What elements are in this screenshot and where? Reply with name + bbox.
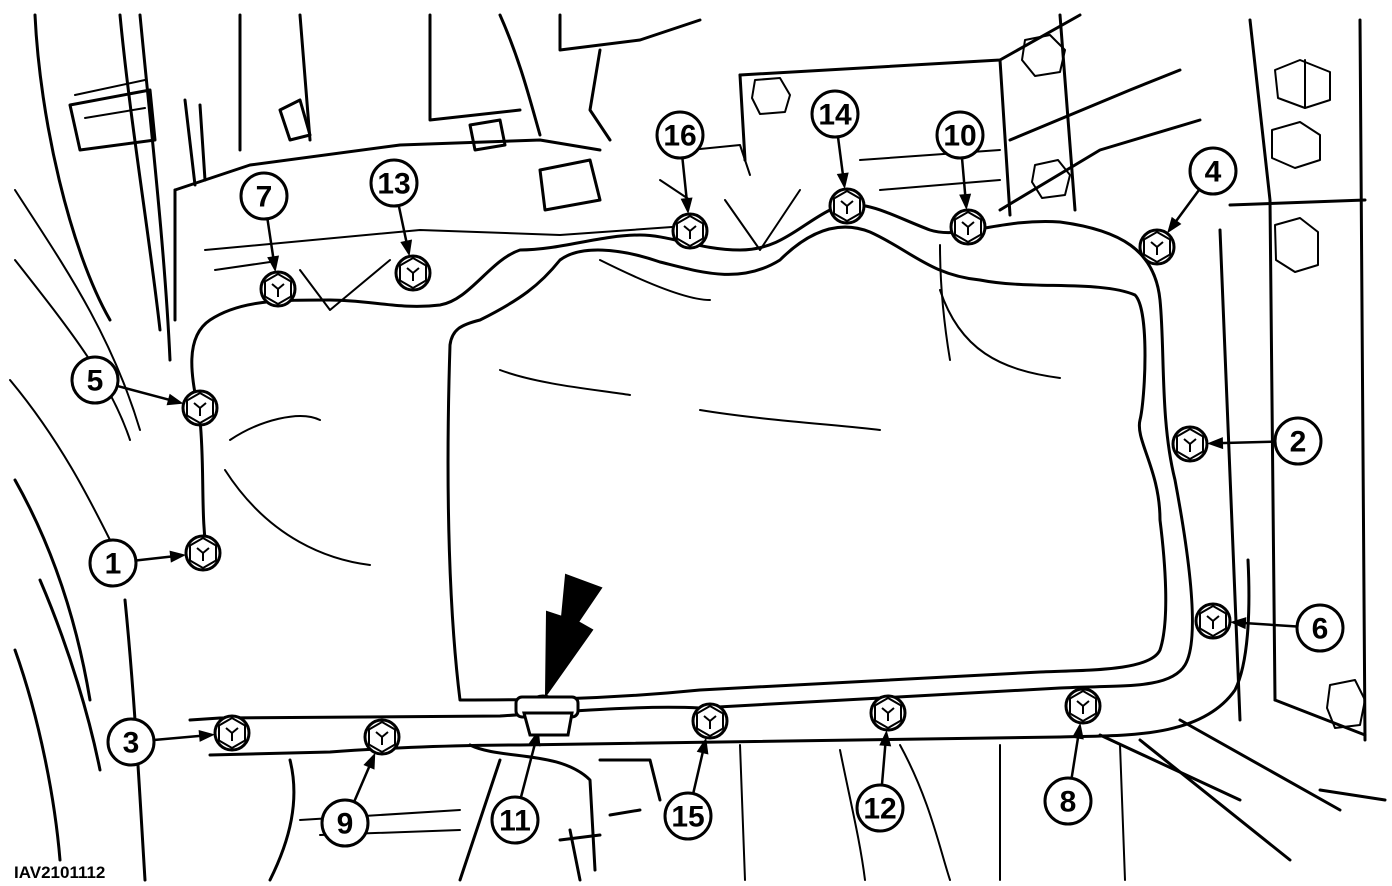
- callout-label: 1: [105, 548, 122, 581]
- callout-circle: [369, 158, 419, 208]
- bolt-6: [1194, 602, 1232, 640]
- leader-4: [1167, 188, 1201, 234]
- callout-circle: [239, 171, 289, 221]
- bolt-3: [213, 714, 251, 752]
- callout-10: 10: [935, 110, 985, 160]
- callout-12: 12: [855, 783, 905, 833]
- callout-2: 2: [1273, 416, 1323, 466]
- callout-label: 16: [663, 120, 696, 153]
- callout-14: 14: [810, 89, 860, 139]
- callout-label: 14: [818, 99, 852, 132]
- bolt-16: [671, 212, 709, 250]
- callout-circle: [70, 355, 120, 405]
- bolt-5: [181, 389, 219, 427]
- callout-label: 12: [863, 793, 896, 826]
- callout-label: 6: [1312, 613, 1329, 646]
- callout-3: 3: [106, 717, 156, 767]
- callout-circle: [1273, 416, 1323, 466]
- callout-15: 15: [663, 791, 713, 841]
- callout-label: 4: [1205, 156, 1222, 189]
- callout-5: 5: [70, 355, 120, 405]
- callout-circle: [663, 791, 713, 841]
- callout-7: 7: [239, 171, 289, 221]
- callout-label: 2: [1290, 426, 1307, 459]
- leader-3: [153, 729, 216, 742]
- callout-label: 5: [87, 365, 104, 398]
- bolt-8: [1064, 687, 1102, 725]
- callout-13: 13: [369, 158, 419, 208]
- callout-4: 4: [1188, 146, 1238, 196]
- drain-plug: [514, 695, 580, 737]
- callout-label: 9: [337, 808, 354, 841]
- leader-10: [959, 157, 972, 211]
- bolt-13: [394, 254, 432, 292]
- callout-label: 10: [943, 120, 976, 153]
- callout-label: 3: [123, 727, 140, 760]
- callout-circle: [1188, 146, 1238, 196]
- callout-9: 9: [320, 798, 370, 848]
- callout-circle: [810, 89, 860, 139]
- leader-9: [352, 752, 376, 803]
- leader-12: [879, 729, 892, 786]
- bolt-4: [1138, 228, 1176, 266]
- bolt-15: [691, 702, 729, 740]
- callout-circle: [655, 110, 705, 160]
- leader-7: [266, 218, 280, 273]
- leader-1: [135, 550, 187, 563]
- leader-13: [397, 205, 413, 257]
- leader-14: [836, 136, 849, 190]
- leader-lines: [116, 136, 1298, 803]
- callout-16: 16: [655, 110, 705, 160]
- callout-circle: [106, 717, 156, 767]
- leader-5: [116, 384, 184, 406]
- callout-circle: [490, 795, 540, 845]
- bolt-7: [259, 270, 297, 308]
- oil-pan-outline: [188, 179, 1251, 757]
- leader-2: [1206, 437, 1276, 450]
- callout-circle: [320, 798, 370, 848]
- callout-label: 15: [671, 801, 704, 834]
- callout-circle: [855, 783, 905, 833]
- leader-15: [691, 737, 709, 794]
- callout-circle: [88, 538, 138, 588]
- callout-circle: [935, 110, 985, 160]
- leader-11: [519, 729, 541, 799]
- callout-circle: [1295, 603, 1345, 653]
- bolt-1: [184, 534, 222, 572]
- leader-6: [1229, 617, 1298, 630]
- callout-label: 8: [1060, 786, 1077, 819]
- leader-16: [680, 157, 693, 215]
- bolt-2: [1171, 425, 1209, 463]
- bolt-9: [363, 718, 401, 756]
- callout-label: 7: [256, 181, 273, 214]
- bolt-12: [869, 694, 907, 732]
- bolt-10: [949, 208, 987, 246]
- leader-8: [1070, 722, 1084, 779]
- bolt-14: [828, 187, 866, 225]
- callout-circle: [1043, 776, 1093, 826]
- engine-background-lineart: [9, 13, 1387, 882]
- figure-id: IAV2101112: [14, 863, 105, 882]
- callout-11: 11: [490, 795, 540, 845]
- callout-label: 13: [377, 168, 410, 201]
- callout-1: 1: [88, 538, 138, 588]
- callout-6: 6: [1295, 603, 1345, 653]
- callout-label: 11: [499, 805, 531, 838]
- callout-8: 8: [1043, 776, 1093, 826]
- drain-plug-arrow: [544, 573, 603, 699]
